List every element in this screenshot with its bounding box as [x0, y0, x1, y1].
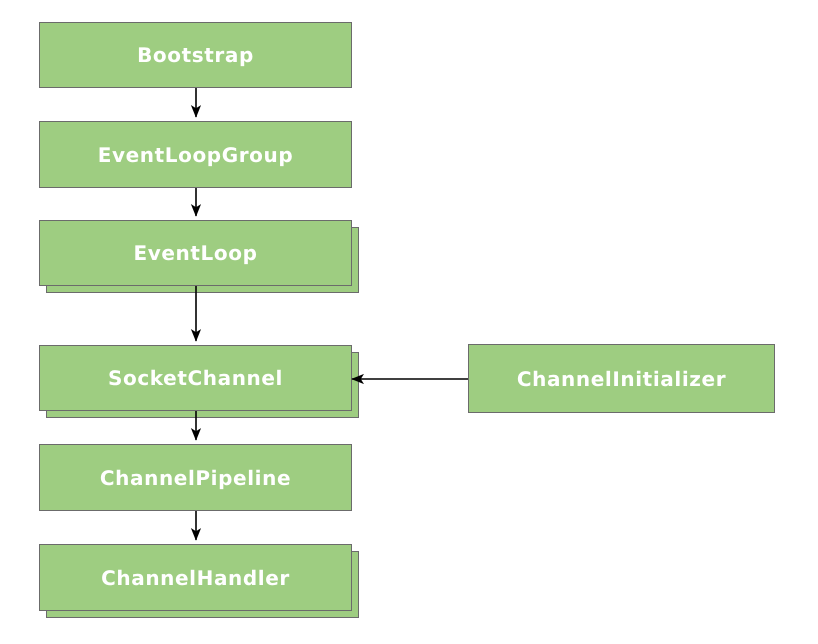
node-label-channelhandler: ChannelHandler [101, 565, 290, 590]
node-eventloopgroup[interactable]: EventLoopGroup [39, 121, 352, 188]
node-label-bootstrap: Bootstrap [137, 43, 254, 67]
node-bootstrap[interactable]: Bootstrap [39, 22, 352, 88]
node-label-channelinitializer: ChannelInitializer [516, 366, 727, 391]
node-label-eventloopgroup: EventLoopGroup [97, 142, 294, 167]
node-channelinitializer[interactable]: ChannelInitializer [468, 344, 775, 413]
node-eventloop[interactable]: EventLoop [39, 220, 352, 286]
node-label-eventloop: EventLoop [133, 241, 258, 265]
node-label-socketchannel: SocketChannel [108, 366, 283, 390]
node-channelpipeline[interactable]: ChannelPipeline [39, 444, 352, 511]
node-channelhandler[interactable]: ChannelHandler [39, 544, 352, 611]
node-socketchannel[interactable]: SocketChannel [39, 345, 352, 411]
node-label-channelpipeline: ChannelPipeline [99, 465, 292, 490]
